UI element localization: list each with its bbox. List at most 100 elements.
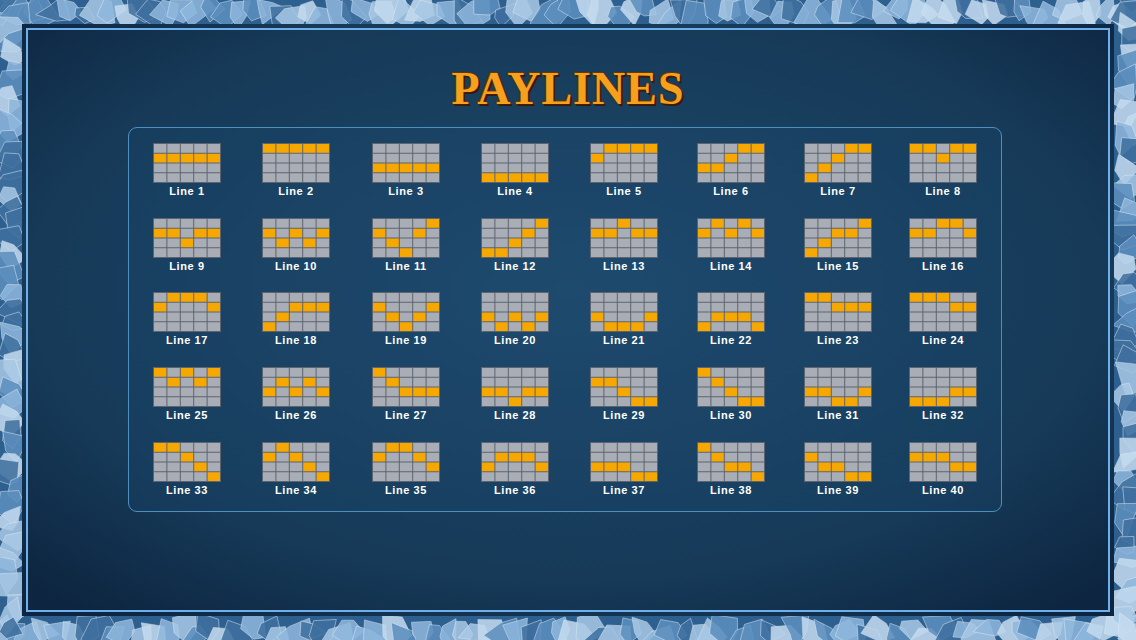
grid-cell	[400, 219, 412, 228]
reel-grid	[262, 292, 330, 332]
grid-cell	[290, 313, 302, 322]
grid-cell	[711, 303, 723, 312]
payline-thumbnail: Line 7	[796, 143, 880, 197]
grid-cell	[818, 453, 830, 462]
payline-cell	[964, 303, 976, 312]
line-label: Line 15	[796, 260, 880, 272]
reel-grid	[481, 442, 549, 482]
payline-cell	[317, 303, 329, 312]
grid-cell	[167, 472, 179, 481]
grid-cell	[208, 378, 220, 387]
line-label: Line 22	[689, 334, 773, 346]
grid-cell	[591, 443, 603, 452]
payline-cell	[194, 154, 206, 163]
payline-cell	[618, 144, 630, 153]
grid-cell	[386, 397, 398, 406]
grid-cell	[910, 443, 922, 452]
payline-cell	[276, 144, 288, 153]
payline-cell	[373, 453, 385, 462]
payline-cell	[631, 322, 643, 331]
reel-grid	[153, 442, 221, 482]
grid-cell	[845, 388, 857, 397]
payline-cell	[154, 368, 166, 377]
grid-cell	[591, 322, 603, 331]
grid-cell	[805, 472, 817, 481]
grid-cell	[400, 229, 412, 238]
grid-cell	[591, 368, 603, 377]
grid-cell	[845, 443, 857, 452]
line-label: Line 8	[901, 185, 985, 197]
payline-cell	[290, 144, 302, 153]
grid-cell	[181, 397, 193, 406]
ice-shard	[106, 619, 135, 640]
payline-cell	[604, 463, 616, 472]
grid-cell	[413, 154, 425, 163]
payline-cell	[631, 397, 643, 406]
grid-cell	[738, 248, 750, 257]
reel-grid	[804, 442, 872, 482]
grid-cell	[154, 144, 166, 153]
grid-cell	[276, 368, 288, 377]
grid-cell	[725, 144, 737, 153]
grid-cell	[522, 313, 534, 322]
grid-cell	[711, 293, 723, 302]
grid-cell	[964, 443, 976, 452]
grid-cell	[194, 388, 206, 397]
reel-grid	[153, 367, 221, 407]
payline-cell	[303, 303, 315, 312]
ice-shard	[1112, 452, 1136, 472]
payline-cell	[373, 164, 385, 173]
grid-cell	[859, 453, 871, 462]
grid-cell	[522, 164, 534, 173]
grid-frame	[697, 292, 765, 332]
grid-frame	[153, 292, 221, 332]
grid-cell	[711, 463, 723, 472]
payline-cell	[752, 322, 764, 331]
payline-cell	[711, 378, 723, 387]
grid-cell	[818, 397, 830, 406]
payline-cell	[711, 219, 723, 228]
grid-cell	[522, 219, 534, 228]
payline-cell	[591, 463, 603, 472]
grid-cell	[427, 154, 439, 163]
grid-cell	[276, 164, 288, 173]
payline-cell	[427, 303, 439, 312]
payline-cell	[522, 229, 534, 238]
grid-cell	[495, 164, 507, 173]
payline-cell	[645, 397, 657, 406]
grid-cell	[711, 173, 723, 182]
grid-cell	[427, 472, 439, 481]
grid-cell	[413, 443, 425, 452]
grid-cell	[522, 472, 534, 481]
grid-cell	[738, 453, 750, 462]
line-label: Line 2	[254, 185, 338, 197]
grid-cell	[604, 397, 616, 406]
grid-cell	[964, 219, 976, 228]
grid-cell	[711, 154, 723, 163]
payline-cell	[427, 219, 439, 228]
grid-cell	[964, 239, 976, 248]
grid-cell	[194, 368, 206, 377]
grid-frame	[153, 218, 221, 258]
grid-cell	[818, 313, 830, 322]
grid-cell	[495, 378, 507, 387]
reel-grid	[909, 367, 977, 407]
line-label: Line 20	[473, 334, 557, 346]
grid-cell	[413, 378, 425, 387]
grid-cell	[711, 397, 723, 406]
payline-cell	[752, 397, 764, 406]
payline-cell	[154, 443, 166, 452]
grid-cell	[604, 453, 616, 462]
grid-cell	[194, 453, 206, 462]
payline-cell	[805, 453, 817, 462]
grid-cell	[181, 164, 193, 173]
grid-cell	[591, 219, 603, 228]
grid-cell	[154, 164, 166, 173]
payline-cell	[400, 322, 412, 331]
grid-cell	[154, 173, 166, 182]
line-label: Line 23	[796, 334, 880, 346]
payline-cell	[698, 164, 710, 173]
grid-cell	[181, 463, 193, 472]
grid-cell	[845, 164, 857, 173]
grid-cell	[154, 378, 166, 387]
